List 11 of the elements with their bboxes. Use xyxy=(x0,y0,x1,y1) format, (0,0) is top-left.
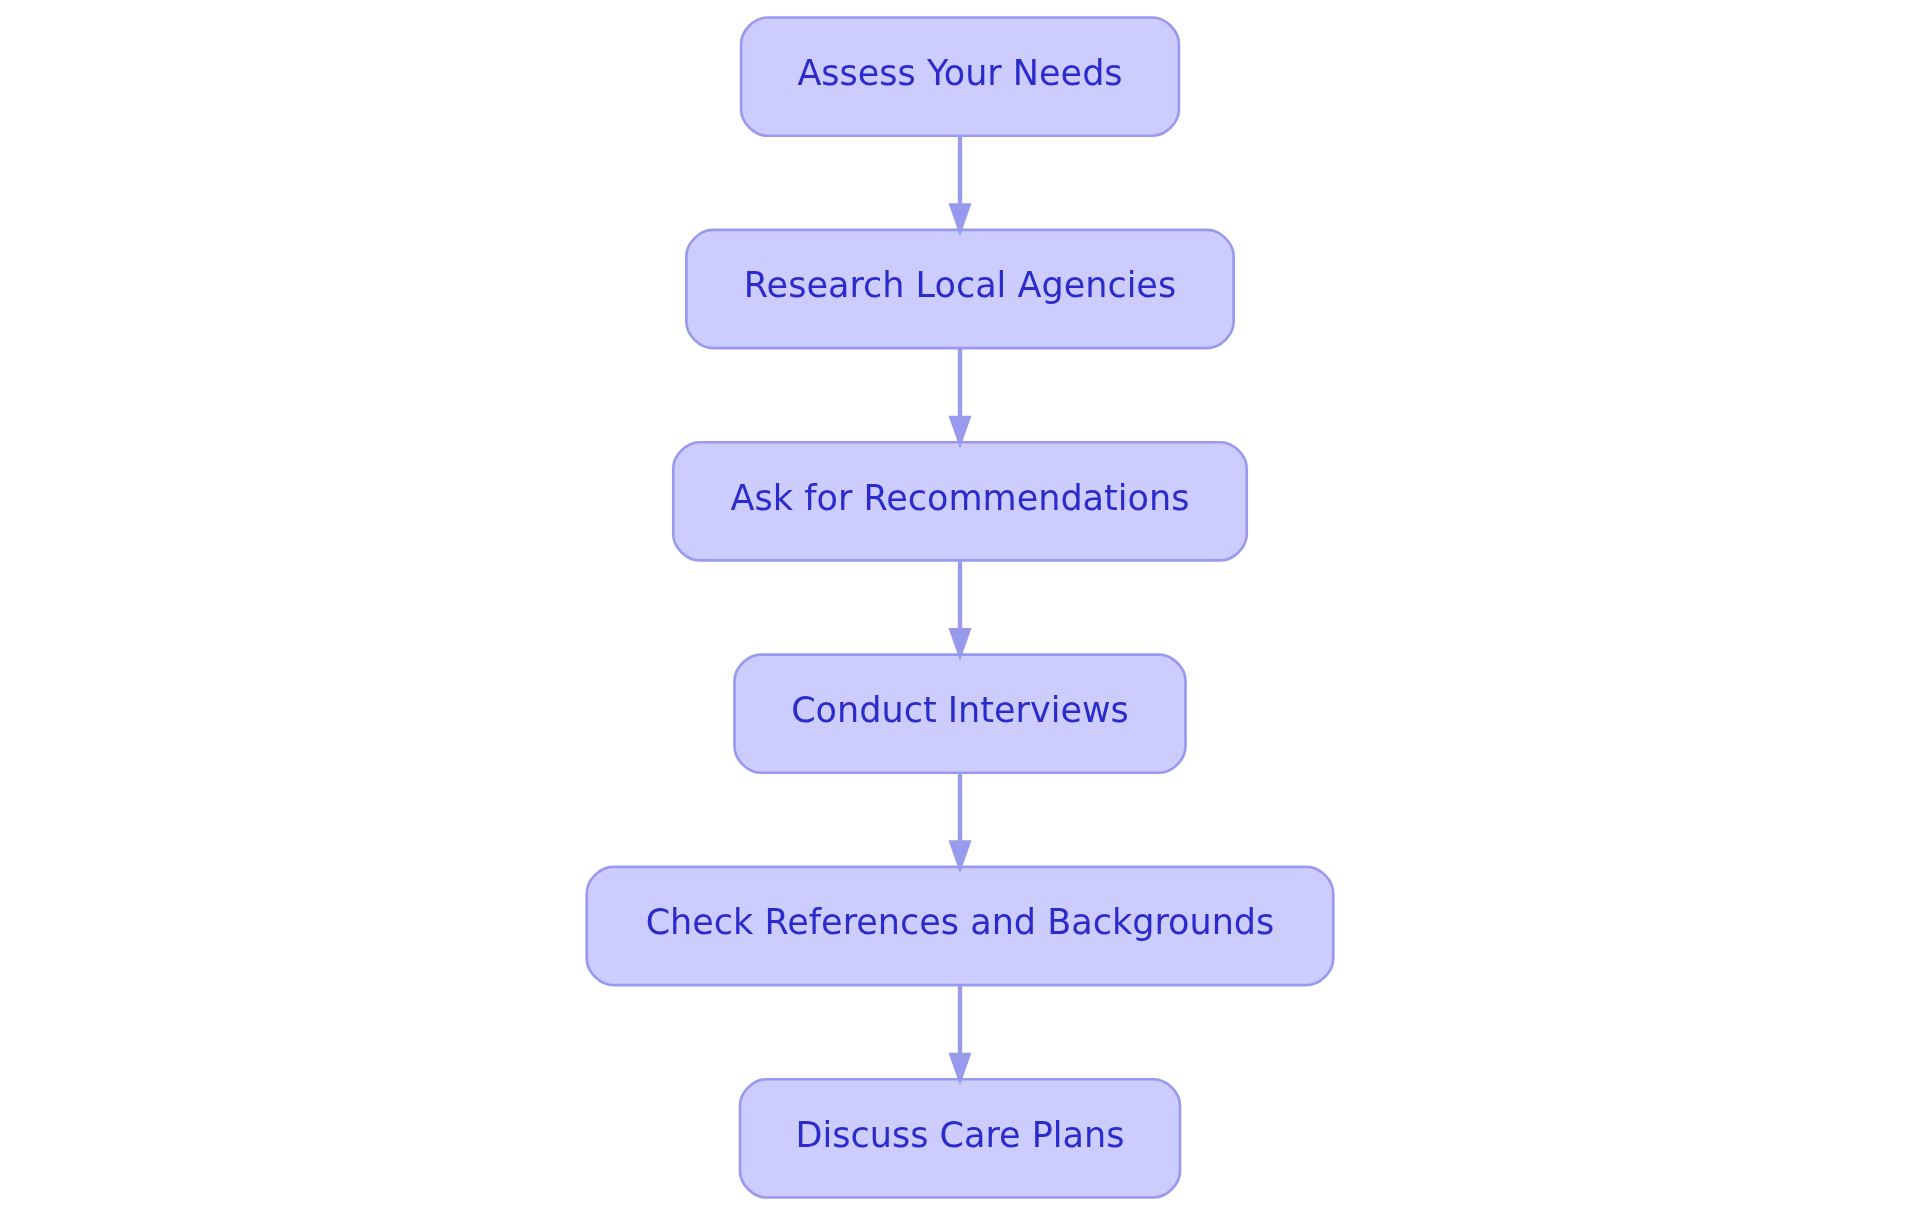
arrow xyxy=(948,773,972,874)
arrow xyxy=(948,985,972,1086)
node-box: Assess Your Needs xyxy=(739,16,1181,138)
node-box: Discuss Care Plans xyxy=(738,1077,1182,1199)
node-box: Ask for Recommendations xyxy=(671,440,1249,562)
arrow xyxy=(948,560,972,661)
arrow xyxy=(948,348,972,449)
node-box: Research Local Agencies xyxy=(685,228,1235,350)
node-box: Conduct Interviews xyxy=(733,653,1187,775)
arrow xyxy=(948,136,972,237)
node-box: Check References and Backgrounds xyxy=(585,865,1335,987)
